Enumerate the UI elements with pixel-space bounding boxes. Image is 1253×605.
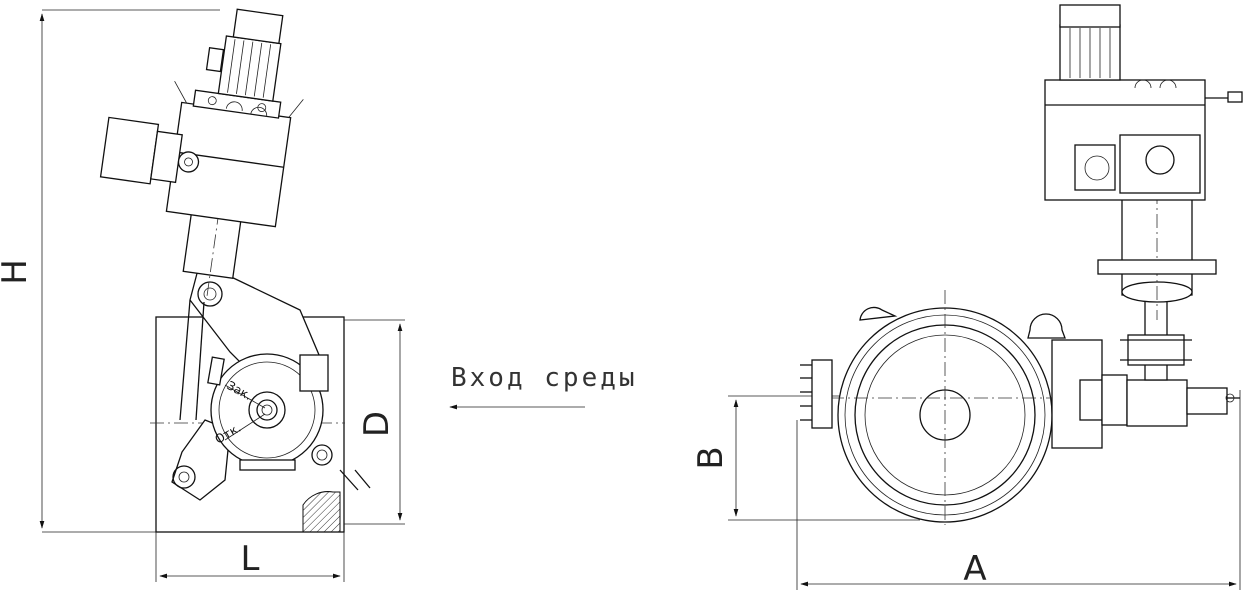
lever-mechanism: Зак. Отк. (171, 261, 371, 501)
flow-label: Вход среды (451, 363, 638, 393)
front-view: B A (691, 4, 1243, 590)
dimension-a-label: A (963, 549, 986, 589)
actuator-front (1044, 4, 1243, 320)
dimension-l: L (155, 532, 345, 582)
actuator (99, 8, 304, 298)
dimension-d: D (357, 323, 403, 521)
dimension-h-label: H (0, 259, 35, 285)
side-view: H D L (0, 8, 405, 582)
dimension-h: H (0, 9, 220, 533)
dimension-b-label: B (691, 446, 731, 469)
flow-direction: Вход среды (449, 363, 638, 410)
dimension-l-label: L (241, 539, 260, 579)
dimension-a: A (796, 390, 1241, 590)
dimension-d-label: D (357, 411, 397, 437)
